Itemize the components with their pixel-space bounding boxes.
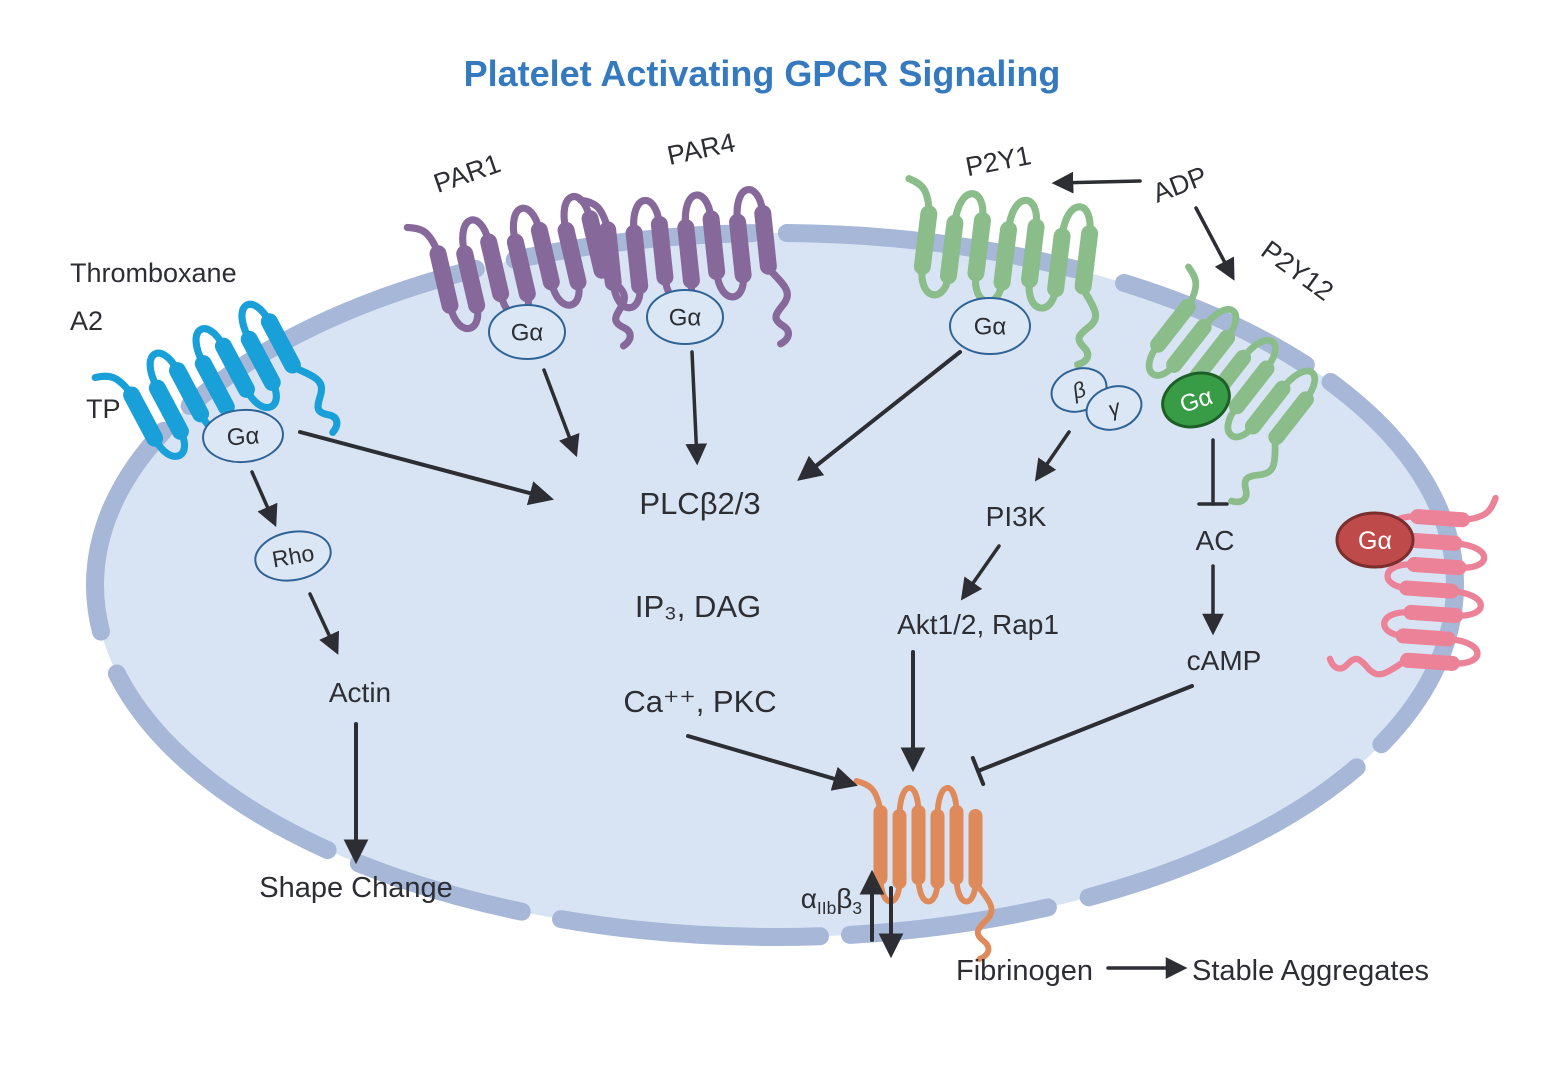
oval-par1-g-alpha: Gα	[488, 304, 566, 360]
label-actin: Actin	[329, 677, 391, 708]
receptor-gpcr-right	[1326, 494, 1499, 678]
label-tp: TP	[86, 394, 121, 424]
oval-par4-g-alpha: Gα	[646, 289, 724, 345]
label-pi3k: PI3K	[986, 501, 1047, 532]
link-ga-to-rho	[250, 470, 278, 527]
label-akt-rap: Akt1/2, Rap1	[897, 609, 1059, 640]
link-adp-to-p2y1	[1051, 171, 1142, 194]
oval-p2y12-g-alpha: Gα	[1161, 371, 1231, 429]
link-capkc-to-integrin	[686, 734, 858, 791]
link-par1-ga-to-plc	[542, 368, 580, 458]
receptor-p2y1	[905, 175, 1100, 369]
oval-gi-g-alpha: Gα	[1335, 511, 1415, 569]
label-stable-aggregates: Stable Aggregates	[1192, 955, 1429, 987]
oval-label-tp-g-alpha: Gα	[226, 422, 260, 451]
label-fibrinogen: Fibrinogen	[956, 955, 1093, 987]
oval-g-gamma: γ	[1085, 385, 1143, 431]
label-par4: PAR4	[664, 127, 737, 171]
label-p2y1: P2Y1	[963, 140, 1034, 182]
label-shape-change: Shape Change	[259, 872, 453, 904]
diagram-title: Platelet Activating GPCR Signaling	[464, 53, 1061, 94]
label-ip3-dag: IP₃, DAG	[635, 589, 761, 624]
receptor-par4	[576, 186, 792, 348]
receptor-tp	[91, 300, 341, 460]
link-tp-ga-to-plc	[298, 430, 554, 506]
link-camp-inhibits-integrin	[970, 684, 1194, 787]
label-thromboxane-line2: A2	[70, 306, 103, 336]
label-ac: AC	[1196, 525, 1235, 556]
link-green-ga-inhibits-ac	[1197, 438, 1229, 506]
oval-tp-g-alpha: Gα	[202, 408, 284, 464]
link-rho-to-actin	[308, 592, 339, 655]
label-camp: cAMP	[1187, 645, 1262, 676]
label-thromboxane-line1: Thromboxane	[70, 258, 237, 288]
label-plcb23: PLCβ2/3	[639, 486, 760, 521]
oval-label-par1-g-alpha: Gα	[511, 319, 544, 346]
link-p2y1-ga-to-plc	[797, 350, 962, 481]
oval-rho: Rho	[254, 530, 332, 582]
label-p2y12: P2Y12	[1256, 235, 1339, 307]
link-pi3k-to-akt	[960, 544, 1001, 601]
oval-label-p2y1-g-alpha: Gα	[974, 313, 1007, 340]
oval-label-par4-g-alpha: Gα	[669, 304, 702, 331]
link-par4-ga-to-plc	[685, 350, 708, 466]
link-bg-to-pi3k	[1034, 430, 1071, 482]
oval-label-gi-g-alpha: Gα	[1358, 527, 1392, 555]
label-aiibb3: αIIbβ3	[801, 883, 862, 918]
label-ca-pkc: Ca⁺⁺, PKC	[623, 684, 776, 719]
receptor-integrin-aiibb3	[853, 778, 995, 962]
link-adp-to-p2y12	[1194, 206, 1235, 281]
label-adp: ADP	[1148, 161, 1211, 209]
label-par1: PAR1	[430, 148, 505, 199]
oval-p2y1-g-alpha: Gα	[949, 297, 1031, 355]
